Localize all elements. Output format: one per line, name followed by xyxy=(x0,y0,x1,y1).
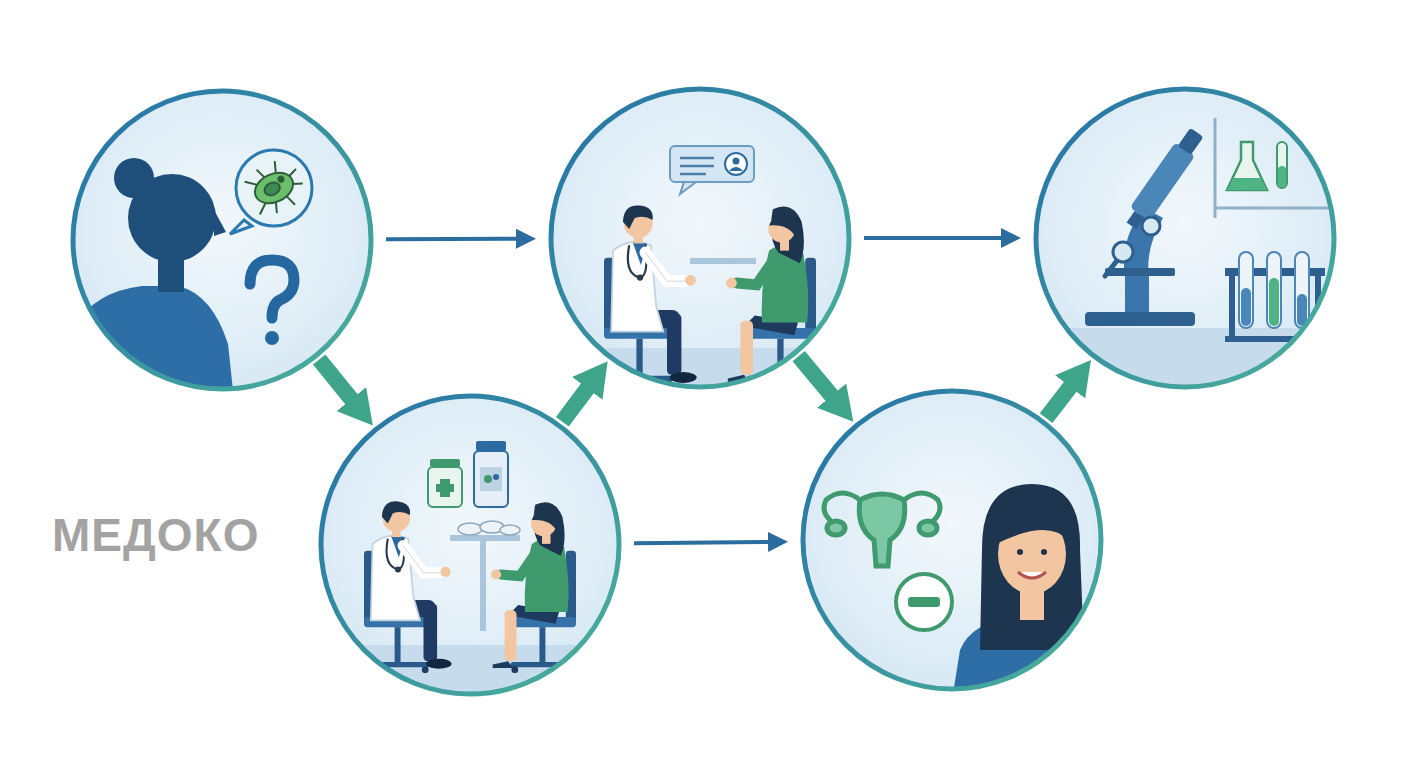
flow-arrow-thick xyxy=(799,356,833,397)
circle-outline xyxy=(800,388,1104,692)
scene-circle xyxy=(800,388,1104,692)
flow-arrow-thick xyxy=(1046,385,1071,418)
scene-circle xyxy=(70,88,374,392)
circle-outline xyxy=(548,86,852,390)
medication-scene xyxy=(320,396,620,705)
circle-outline xyxy=(1033,86,1337,390)
circle-outline xyxy=(318,393,622,697)
flow-arrow xyxy=(386,237,518,242)
scene-circle xyxy=(1033,86,1337,390)
laboratory-scene xyxy=(1035,89,1335,398)
question-scene xyxy=(62,91,371,400)
circle-ring xyxy=(551,89,849,387)
circle-ring xyxy=(803,391,1101,689)
circle-outline xyxy=(70,88,374,392)
flow-arrow xyxy=(634,542,770,543)
circle-ring xyxy=(73,91,371,389)
scene-circle xyxy=(318,393,622,697)
circle-ring xyxy=(321,396,619,694)
scene-circle xyxy=(548,86,852,390)
watermark: МЕДОКО xyxy=(52,508,259,562)
flow-arrow-thick xyxy=(562,387,588,422)
result-scene xyxy=(803,391,1112,700)
flow-arrow-thick xyxy=(319,359,353,400)
circle-ring xyxy=(1036,89,1334,387)
consultation-scene xyxy=(550,89,850,398)
flow-arrow xyxy=(864,236,1003,240)
